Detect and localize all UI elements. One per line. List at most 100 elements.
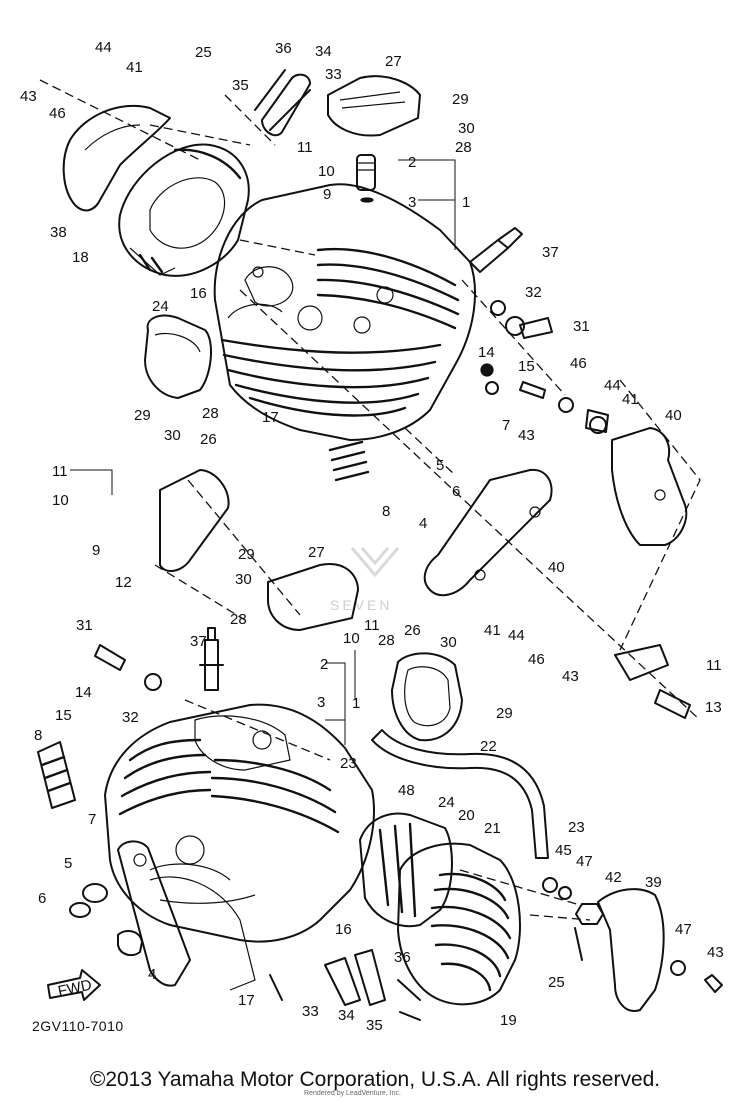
spring-8-upper <box>328 440 370 482</box>
callout: 44 <box>508 627 525 644</box>
watermark: SEVEN <box>330 547 400 613</box>
gasket-26-lower <box>391 652 463 742</box>
callout: 16 <box>335 921 352 938</box>
rocker-34-upper <box>261 73 311 137</box>
callout: 2 <box>408 154 416 171</box>
callout: 8 <box>34 727 42 744</box>
bolt-31-lower <box>94 644 126 671</box>
callout: 18 <box>72 249 89 266</box>
callout: 9 <box>323 186 331 203</box>
callout: 37 <box>190 633 207 650</box>
callout: 44 <box>95 39 112 56</box>
callout: 7 <box>502 417 510 434</box>
callout: 25 <box>195 44 212 61</box>
callout: 4 <box>148 966 156 983</box>
callout: 28 <box>455 139 472 156</box>
callout: 10 <box>343 630 360 647</box>
front-arrow <box>47 969 101 1001</box>
callout: 30 <box>458 120 475 137</box>
callout: 31 <box>76 617 93 634</box>
callout: 33 <box>302 1003 319 1020</box>
callout: 34 <box>338 1007 355 1024</box>
callout: 5 <box>436 457 444 474</box>
bracket-40-upper <box>611 427 688 546</box>
callout: 28 <box>202 405 219 422</box>
callout: 27 <box>308 544 325 561</box>
callout: 11 <box>706 657 722 674</box>
callout: 28 <box>378 632 395 649</box>
callout: 3 <box>317 694 325 711</box>
cover-27-upper <box>327 75 421 137</box>
spark-plug-37-upper <box>469 239 509 273</box>
callout: 5 <box>64 855 72 872</box>
callout: 23 <box>340 755 357 772</box>
callout: 47 <box>576 853 593 870</box>
lifter-2-upper <box>356 154 376 191</box>
callout: 25 <box>548 974 565 991</box>
callout: 14 <box>75 684 92 701</box>
callout: 6 <box>38 890 46 907</box>
callout: 33 <box>325 66 342 83</box>
intake-48 <box>359 812 453 928</box>
callout: 17 <box>262 409 279 426</box>
hose-22 <box>371 729 549 859</box>
rocker-33-lower <box>324 957 361 1006</box>
callout: 38 <box>50 224 67 241</box>
callout: 39 <box>645 874 662 891</box>
callout: 20 <box>458 807 475 824</box>
callout: 24 <box>438 794 455 811</box>
callout: 30 <box>235 571 252 588</box>
bracket-39-lower <box>597 888 665 1012</box>
callout: 11 <box>297 139 313 156</box>
callout: 41 <box>126 59 143 76</box>
callout: 37 <box>542 244 559 261</box>
callout: 26 <box>404 622 421 639</box>
callout: 35 <box>232 77 249 94</box>
callout: 40 <box>548 559 565 576</box>
rendered-by-credit: Rendered by LeadVenture, Inc. <box>304 1090 401 1097</box>
callout: 28 <box>230 611 247 628</box>
callout: 43 <box>707 944 724 961</box>
callout: 40 <box>665 407 682 424</box>
callout: 6 <box>452 483 460 500</box>
callout: 15 <box>55 707 72 724</box>
callout: 27 <box>385 53 402 70</box>
watermark-text: SEVEN <box>330 597 392 613</box>
callout: 10 <box>318 163 335 180</box>
callout: 42 <box>605 869 622 886</box>
callout: 10 <box>52 492 69 509</box>
callout: 7 <box>88 811 96 828</box>
diagram-code: 2GV110-7010 <box>32 1018 124 1034</box>
callout: 19 <box>500 1012 517 1029</box>
callout: 23 <box>568 819 585 836</box>
callout: 26 <box>200 431 217 448</box>
callout: 22 <box>480 738 497 755</box>
callout: 43 <box>20 88 37 105</box>
callout: 12 <box>115 574 132 591</box>
rocker-34-lower <box>354 949 386 1006</box>
copyright-notice: ©2013 Yamaha Motor Corporation, U.S.A. A… <box>89 1068 661 1091</box>
callout: 29 <box>452 91 469 108</box>
spring-8-lower <box>37 741 76 809</box>
callout: 48 <box>398 782 415 799</box>
callout: 11 <box>364 617 380 634</box>
callout: 16 <box>190 285 207 302</box>
callout: 17 <box>238 992 255 1009</box>
cover-26-upper <box>144 314 212 399</box>
rear-adaptor-18 <box>118 143 250 277</box>
callout: 11 <box>52 463 68 480</box>
callout: 29 <box>134 407 151 424</box>
callout: 29 <box>496 705 513 722</box>
callout: 21 <box>484 820 501 837</box>
callout: 13 <box>705 699 722 716</box>
cover-27-mid <box>267 563 359 631</box>
callout-labels: 44 25 36 34 33 27 41 43 46 35 29 30 28 1… <box>20 39 724 1034</box>
front-marker: FWD <box>56 977 93 1001</box>
rear-cylinder-head <box>213 183 476 441</box>
callout: 41 <box>484 622 501 639</box>
gasket-7-lower <box>117 840 191 987</box>
callout: 41 <box>622 391 639 408</box>
callout: 3 <box>408 194 416 211</box>
callout: 46 <box>49 105 66 122</box>
